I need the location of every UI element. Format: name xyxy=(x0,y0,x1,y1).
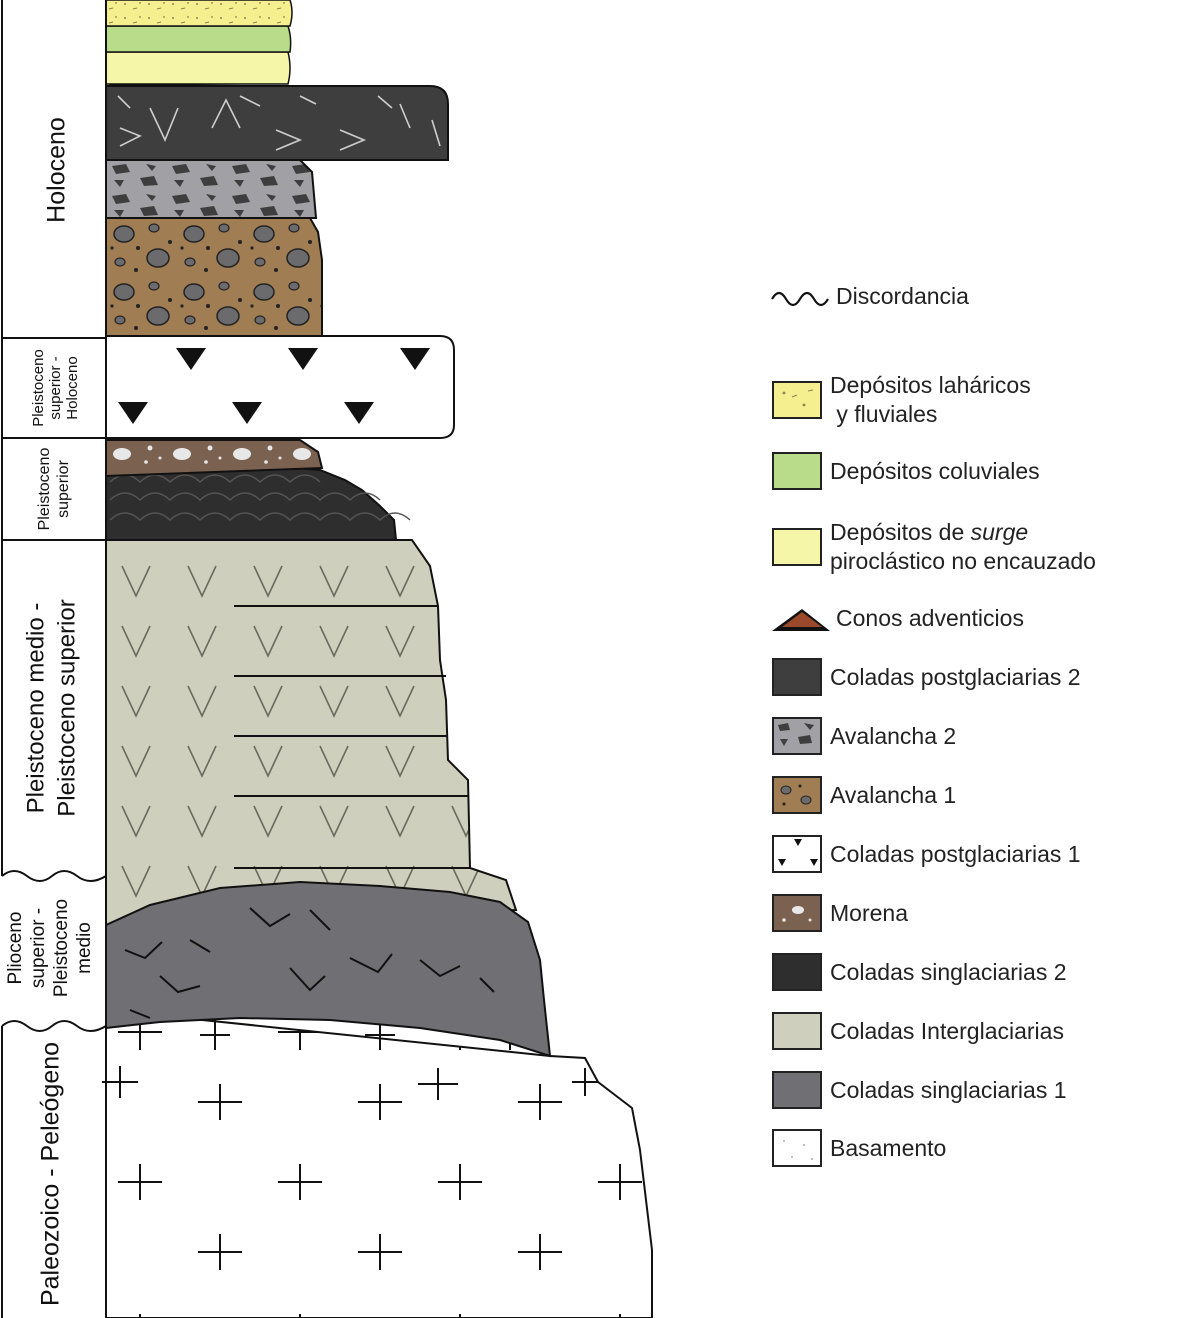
age-label-line: Pleistoceno medio - xyxy=(22,603,49,814)
singlacial-1-symbols xyxy=(124,907,495,1019)
age-label-pleistoceno-superior: Pleistoceno superior xyxy=(36,448,72,531)
postglacial-1-triangles xyxy=(118,348,430,424)
age-label-plioceno-pleistoceno-medio: Plioceno superior - Pleistoceno medio xyxy=(5,899,95,997)
legend-label: Avalancha 1 xyxy=(830,781,957,808)
legend-swatch-lahar xyxy=(772,381,822,419)
unit-coladas-singlaciarias-2 xyxy=(105,465,398,541)
legend-swatch-avalancha1 xyxy=(772,776,822,814)
legend-item-postglac2: Coladas postglaciarias 2 xyxy=(772,658,1081,696)
legend-label: Depósitos coluviales xyxy=(830,457,1040,484)
legend-swatch-basamento xyxy=(772,1129,822,1167)
legend-item-avalancha1: Avalancha 1 xyxy=(772,776,956,814)
age-label-paleozoico-paleogeno: Paleozoico - Peleógeno xyxy=(37,1042,65,1306)
unit-coladas-singlaciarias-1 xyxy=(105,880,552,1058)
unit-coladas-postglaciarias-2 xyxy=(105,85,449,161)
legend-item-coluvial: Depósitos coluviales xyxy=(772,452,1040,490)
discordance-wavy-line-icon xyxy=(771,291,829,307)
unit-coladas-postglaciarias-1 xyxy=(105,335,455,439)
unit-basamento xyxy=(105,1008,653,1318)
legend-label: y fluviales xyxy=(830,401,938,427)
legend-swatch-singlac1 xyxy=(772,1071,822,1109)
unit-depositos-surge xyxy=(105,51,291,85)
legend-swatch-morena xyxy=(772,894,822,932)
age-label-line: Plioceno xyxy=(5,912,26,985)
age-label-pleistoceno-superior-holoceno: Pleistoceno superior - Holoceno xyxy=(30,349,81,427)
unit-avalancha-1 xyxy=(105,217,323,337)
unit-depositos-lahar xyxy=(105,0,293,27)
legend-label: Coladas Interglaciarias xyxy=(830,1017,1064,1044)
legend-label: Morena xyxy=(830,899,908,926)
legend-item-morena: Morena xyxy=(772,894,908,932)
legend-item-basamento: Basamento xyxy=(772,1129,946,1167)
legend-item-lahar: Depósitos laháricos y fluviales xyxy=(772,371,1031,429)
legend-swatch-postglac1 xyxy=(772,835,822,873)
age-column-frame xyxy=(1,0,107,1318)
legend-swatch-avalancha2 xyxy=(772,717,822,755)
legend-item-singlac1: Coladas singlaciarias 1 xyxy=(772,1071,1067,1109)
age-label-line: Holoceno xyxy=(64,356,81,419)
legend-label: Coladas singlaciarias 1 xyxy=(830,1076,1067,1103)
legend-label: Basamento xyxy=(830,1134,947,1161)
legend-swatch-singlac2 xyxy=(772,953,822,991)
legend-label: Depósitos de surge xyxy=(830,518,1096,547)
age-label-line: superior - xyxy=(28,908,49,988)
unit-depositos-coluviales xyxy=(105,25,292,53)
legend-label: Coladas postglaciarias 2 xyxy=(830,663,1081,690)
legend-label: Depósitos laháricos xyxy=(830,372,1031,398)
age-label-line: Pleistoceno superior xyxy=(53,599,80,816)
legend-label: Coladas postglaciarias 1 xyxy=(830,840,1081,867)
unit-coladas-interglaciarias xyxy=(105,539,518,927)
legend-item-postglac1: Coladas postglaciarias 1 xyxy=(772,835,1081,873)
unit-avalancha-2 xyxy=(105,159,318,219)
age-label-line: Pleistoceno xyxy=(30,349,47,427)
legend-label: Discordancia xyxy=(836,282,969,309)
legend-label-italic: surge xyxy=(970,519,1029,545)
age-label-line: medio xyxy=(74,922,95,974)
legend-item-surge: Depósitos de surge piroclástico no encau… xyxy=(772,518,1096,576)
adventive-cone-icon xyxy=(772,609,830,631)
legend-swatch-surge xyxy=(772,528,822,566)
age-label-line: Pleistoceno xyxy=(36,448,53,531)
legend-label-prefix: Depósitos de xyxy=(830,519,971,545)
age-label-line: superior xyxy=(55,459,72,517)
legend-swatch-postglac2 xyxy=(772,658,822,696)
postglacial-2-symbols xyxy=(117,95,441,151)
age-label-holoceno: Holoceno xyxy=(43,117,71,223)
interglacial-flow-boundaries xyxy=(234,605,470,869)
legend-item-discordancia: Discordancia xyxy=(770,281,969,311)
legend-swatch-interglac xyxy=(772,1012,822,1050)
legend-label: Conos adventicios xyxy=(836,604,1024,631)
legend-label: Avalancha 2 xyxy=(830,722,957,749)
legend-item-avalancha2: Avalancha 2 xyxy=(772,717,956,755)
legend-label: piroclástico no encauzado xyxy=(830,548,1096,574)
age-label-pleistoceno-medio-superior: Pleistoceno medio - Pleistoceno superior xyxy=(22,599,80,816)
legend-item-conos: Conos adventicios xyxy=(770,603,1024,633)
age-label-line: superior - xyxy=(47,356,64,419)
legend-label: Coladas singlaciarias 2 xyxy=(830,958,1067,985)
age-label-line: Pleistoceno xyxy=(51,899,72,997)
legend-swatch-coluvial xyxy=(772,452,822,490)
legend-item-singlac2: Coladas singlaciarias 2 xyxy=(772,953,1067,991)
legend-item-interglac: Coladas Interglaciarias xyxy=(772,1012,1064,1050)
